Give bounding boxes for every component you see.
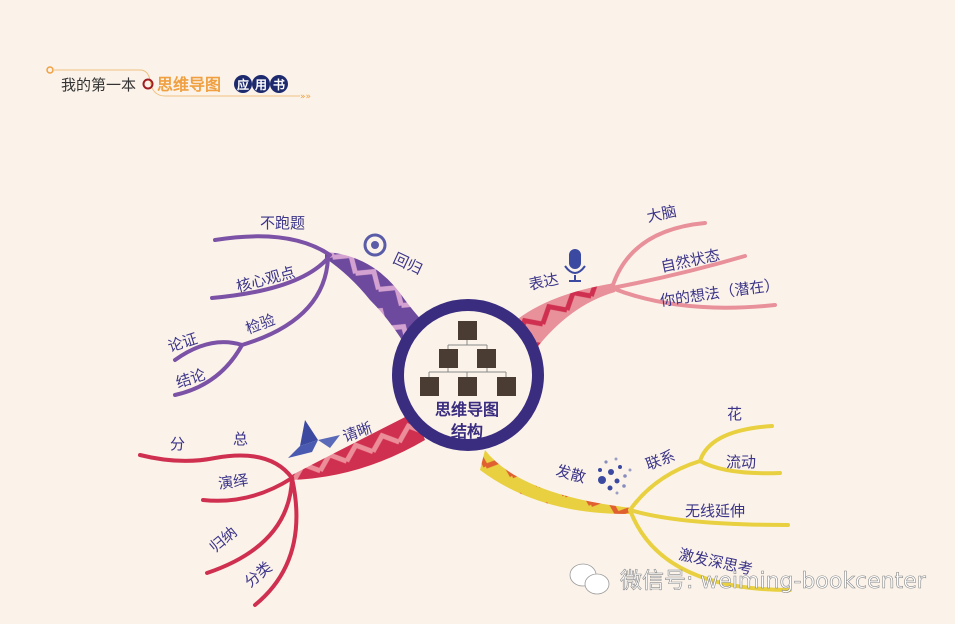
watermark: 微信号: weiming-bookcenter <box>569 563 927 595</box>
branch-express: 表达 大脑 自然状态 你的想法（潜在） <box>505 202 780 350</box>
node-label: 无线延伸 <box>685 502 745 520</box>
hierarchy-icon <box>420 321 516 396</box>
branch-review: 回归 不跑题 核心观点 检验 论证 结论 <box>166 214 440 397</box>
node-label: 分类 <box>241 558 276 591</box>
node-label: 结论 <box>174 365 208 391</box>
wechat-icon <box>569 563 610 595</box>
central-title: 思维导图 <box>435 400 499 419</box>
node-label: 流动 <box>726 453 756 471</box>
badge-text: 应 <box>237 77 249 92</box>
branch-review-label: 回归 <box>390 249 425 278</box>
node-label: 总 <box>233 430 248 448</box>
branch-express-label: 表达 <box>527 270 560 294</box>
arrows-icon: »» <box>300 92 311 102</box>
node-label: 联系 <box>643 447 677 474</box>
node-label: 论证 <box>166 329 200 355</box>
central-subtitle: 结构 <box>450 422 483 441</box>
branch-diverge-trunk <box>480 450 632 515</box>
book-header: »» 我的第一本 思维导图 应 用 书 <box>46 66 311 102</box>
node-label: 演绎 <box>217 471 249 493</box>
node-label: 归纳 <box>206 523 241 556</box>
badge-text: 用 <box>254 78 267 92</box>
header-title: 思维导图 <box>157 75 221 94</box>
star-shape-icon <box>288 420 340 458</box>
branch-diverge-label: 发散 <box>554 461 588 486</box>
watermark-text: 微信号: weiming-bookcenter <box>620 569 927 594</box>
node-label: 分 <box>170 435 185 453</box>
node-label: 花 <box>727 405 742 423</box>
target-icon <box>363 233 387 257</box>
header-dot-icon <box>46 66 54 74</box>
branch-clear: 请晰 分 总 演绎 归纳 分类 <box>138 412 425 607</box>
branch-clear-trunk <box>290 412 425 480</box>
badge-text: 书 <box>273 77 285 92</box>
header-prefix: 我的第一本 <box>61 76 136 94</box>
branch-diverge: 发散 联系 花 流动 无线延伸 激发深思考 <box>480 405 792 592</box>
node-label: 大脑 <box>645 202 678 226</box>
microphone-icon <box>564 249 586 282</box>
dots-icon <box>598 457 632 495</box>
central-node: 思维导图 结构 <box>392 299 544 451</box>
node-label: 不跑题 <box>260 214 305 232</box>
branch-review-trunk <box>325 252 440 345</box>
branch-express-trunk <box>505 283 615 350</box>
header-ring-icon <box>142 78 154 90</box>
header-badges: 应 用 书 <box>234 75 288 93</box>
